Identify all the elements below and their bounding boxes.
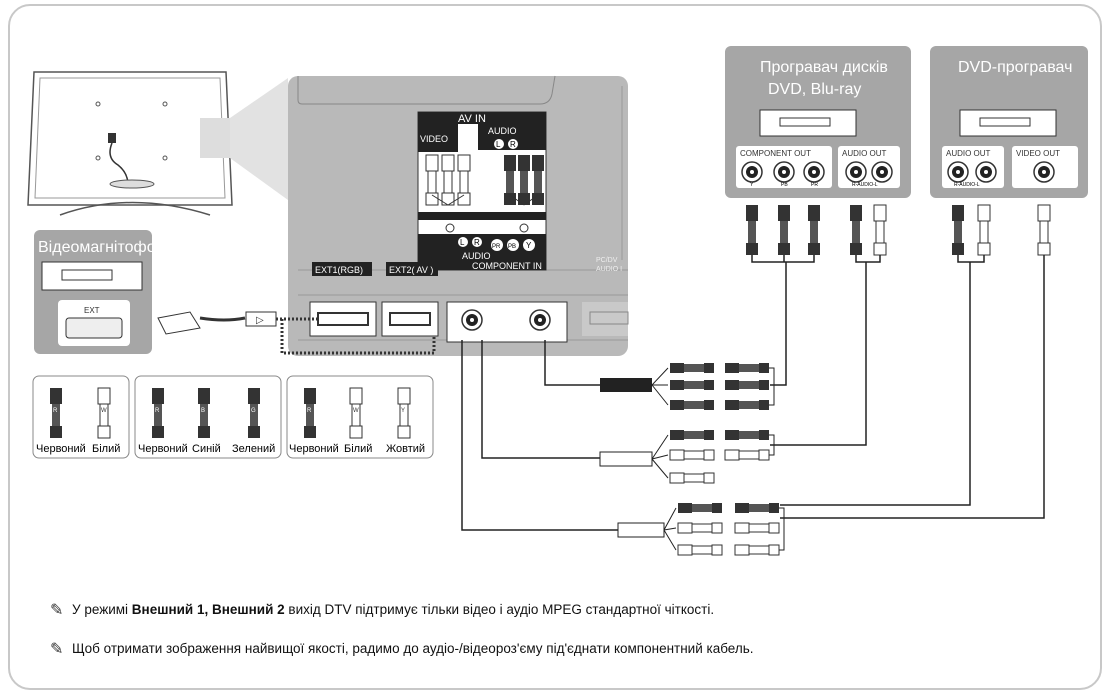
legend-label: Синій [192, 443, 221, 455]
av-in-l-mark: L [496, 140, 501, 149]
legend-label: Червоний [289, 443, 339, 455]
av-in-r-mark: R [510, 140, 516, 149]
bluray-pb-label: PB [781, 182, 788, 188]
pc-label-1: PC/DV [596, 257, 618, 264]
component-in-label: COMPONENT IN [472, 261, 542, 271]
av-cable-bundle [617, 503, 785, 556]
cable-color-legend: R W R B G R W Y Червоний Білий Червоний … [32, 375, 434, 459]
diagram-frame [8, 4, 1102, 690]
note-2: ✎ Щоб отримати зображення найвищої якост… [50, 641, 754, 658]
bluray-component-out: COMPONENT OUT [740, 149, 811, 158]
legend-plug-letter: R [307, 408, 312, 414]
bluray-pr-label: PR [811, 182, 818, 188]
comp-l-mark: L [460, 238, 465, 247]
audio-cable-bundle [599, 430, 775, 484]
comp-r-mark: R [474, 238, 480, 247]
dvd-video-out: VIDEO OUT [1016, 149, 1060, 158]
dvd-title: DVD-програвач [958, 59, 1072, 76]
bluray-audio-out: AUDIO OUT [842, 149, 887, 158]
svg-text:▷: ▷ [256, 315, 264, 326]
note-2-text: Щоб отримати зображення найвищої якості,… [72, 641, 754, 656]
dvd-device: DVD-програвач AUDIO OUT R-AUDIO-L VIDEO … [930, 46, 1088, 198]
device-plugs [746, 204, 1051, 256]
dvd-rl-label: R-AUDIO-L [954, 182, 980, 188]
legend-plug-letter: R [53, 408, 58, 414]
vcr-port-label: EXT [84, 306, 100, 315]
legend-plug-letter: R [155, 408, 160, 414]
av-in-video-label: VIDEO [420, 134, 448, 144]
bluray-title-1: Програвач дисків [760, 59, 888, 76]
scart-cable: ▷ [157, 311, 436, 355]
legend-label: Жовтий [386, 443, 425, 455]
pencil-note-icon: ✎ [50, 602, 64, 619]
bluray-device: Програвач дисків DVD, Blu-ray COMPONENT … [725, 46, 911, 198]
cables [461, 255, 1045, 531]
audio-label-lower: AUDIO [462, 251, 491, 261]
ext2-label: EXT2( AV ) [389, 265, 433, 275]
legend-label: Червоний [138, 443, 188, 455]
vcr-device: Відеомагнітофон EXT [34, 230, 164, 354]
legend-plug-letter: Y [401, 408, 405, 414]
legend-label: Червоний [36, 443, 86, 455]
note-1-prefix: У режимі [72, 602, 132, 617]
legend-plug-letter: W [353, 408, 359, 414]
legend-plug-letter: W [101, 408, 107, 414]
bluray-title-2: DVD, Blu-ray [768, 81, 861, 98]
note-1: ✎ У режимі Внешний 1, Внешний 2 вихід DT… [50, 602, 715, 619]
legend-plug-letter: B [201, 408, 205, 414]
legend-label: Зелений [232, 443, 275, 455]
legend-label: Білий [344, 443, 372, 455]
note-1-bold: Внешний 1, Внешний 2 [131, 602, 285, 617]
bluray-y-label: Y [750, 182, 754, 188]
dvd-audio-out: AUDIO OUT [946, 149, 991, 158]
bluray-rl-label: R-AUDIO-L [852, 182, 878, 188]
pc-label-2: AUDIO I [596, 266, 622, 273]
pencil-note-icon: ✎ [50, 641, 64, 658]
comp-pb-mark: PB [508, 244, 516, 250]
legend-label: Білий [92, 443, 120, 455]
tv-rear-panel: AV IN VIDEO AUDIO L R L R PR PB Y AUDIO … [288, 75, 629, 356]
av-in-audio-label: AUDIO [488, 126, 517, 136]
comp-pr-mark: PR [492, 244, 501, 250]
note-1-suffix: вихід DTV підтримує тільки відео і аудіо… [284, 602, 715, 617]
comp-y-mark: Y [526, 241, 532, 250]
tv-back-illustration [27, 71, 288, 216]
legend-plug-letter: G [251, 408, 256, 414]
ext1-label: EXT1(RGB) [315, 265, 363, 275]
vcr-title: Відеомагнітофон [38, 239, 164, 256]
av-in-title: AV IN [458, 113, 486, 125]
component-cable-bundle [600, 363, 775, 410]
